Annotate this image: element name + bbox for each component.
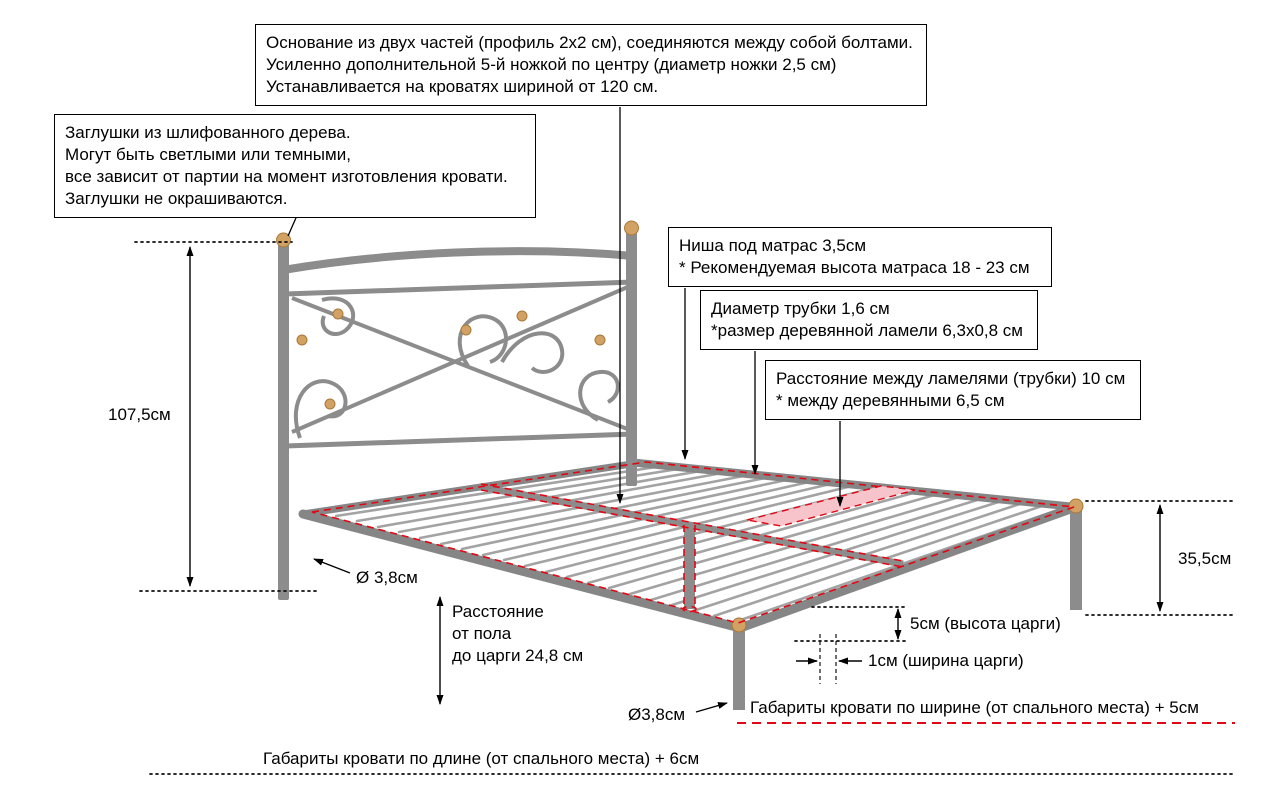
headboard-cross-2: [291, 284, 631, 434]
center-leg: [684, 525, 695, 609]
wood-balls: [276, 220, 1084, 633]
mattress-area-outline: [311, 461, 1075, 624]
label-rail-width: 1см (ширина царги): [868, 651, 1024, 670]
label-headboard-height: 107,5см: [108, 405, 171, 424]
callout-slat-spacing: Расстояние между ламелями (трубки) 10 см…: [765, 360, 1141, 420]
label-center-leg-diameter: Ø3,8см: [628, 705, 686, 724]
wood-cap-front-leg: [731, 617, 747, 633]
callout-line: * Рекомендуемая высота матраса 18 - 23 с…: [679, 258, 1030, 277]
label-floor-to-rail: Расстояние от пола до царги 24,8 см: [452, 601, 583, 667]
callout-line: * между деревянными 6,5 см: [776, 391, 1005, 410]
red-annotations: [311, 461, 1235, 724]
callout-line: Усиленно дополнительной 5-й ножкой по це…: [266, 55, 837, 74]
callout-tube: Диаметр трубки 1,6 см *размер деревянной…: [700, 290, 1038, 350]
dimension-arrows: [186, 246, 1164, 713]
label-front-leg-diameter: Ø 3,8см: [356, 568, 418, 587]
arrow-front-leg-diameter: [313, 558, 351, 574]
wood-cap-right-leg: [1068, 498, 1084, 514]
headboard-left-post: [278, 244, 289, 600]
headboard-cross-1: [291, 296, 631, 432]
callout-line: Заглушки из шлифованного дерева.: [65, 123, 351, 142]
dotted-guides: [134, 241, 1236, 775]
front-leg: [733, 627, 745, 710]
callout-line: Ниша под матрас 3,5см: [679, 236, 867, 255]
label-line: до царги 24,8 см: [452, 646, 584, 665]
label-overall-width: Габариты кровати по ширине (от спального…: [750, 698, 1199, 717]
arrow-center-leg-diameter: [695, 702, 728, 713]
label-line: от пола: [452, 624, 512, 643]
highlighted-slat: [746, 485, 916, 527]
headboard-scrolls: [293, 296, 620, 439]
callout-line: Могут быть светлыми или темными,: [65, 145, 351, 164]
callout-line: Устанавливается на кроватях шириной от 1…: [266, 77, 659, 96]
callout-base: Основание из двух частей (профиль 2х2 см…: [255, 24, 927, 106]
wood-cap-headboard-left: [276, 232, 291, 248]
callout-line: *размер деревянной ламели 6,3х0,8 см: [711, 321, 1023, 340]
right-leg: [1070, 508, 1082, 610]
label-line: Расстояние: [452, 602, 544, 621]
callout-line: Основание из двух частей (профиль 2х2 см…: [266, 33, 913, 52]
callout-line: Расстояние между ламелями (трубки) 10 см: [776, 369, 1126, 388]
callout-line: Диаметр трубки 1,6 см: [711, 299, 890, 318]
callout-line: все зависит от партии на момент изготовл…: [65, 167, 508, 186]
label-rail-height: 5см (высота царги): [910, 614, 1061, 633]
headboard-top-arch: [282, 247, 634, 274]
label-overall-length: Габариты кровати по длине (от спального …: [263, 749, 700, 768]
headboard-right-post: [626, 232, 637, 486]
callout-line: Заглушки не окрашиваются.: [65, 189, 288, 208]
headboard: [278, 232, 637, 600]
rail-width-guides: [819, 634, 837, 684]
center-support: [480, 483, 904, 609]
wood-cap-headboard-right: [624, 220, 639, 236]
callout-caps: Заглушки из шлифованного дерева. Могут б…: [54, 114, 536, 218]
label-footboard-height: 35,5см: [1178, 549, 1232, 568]
callout-mattress-niche: Ниша под матрас 3,5см * Рекомендуемая вы…: [668, 227, 1052, 287]
